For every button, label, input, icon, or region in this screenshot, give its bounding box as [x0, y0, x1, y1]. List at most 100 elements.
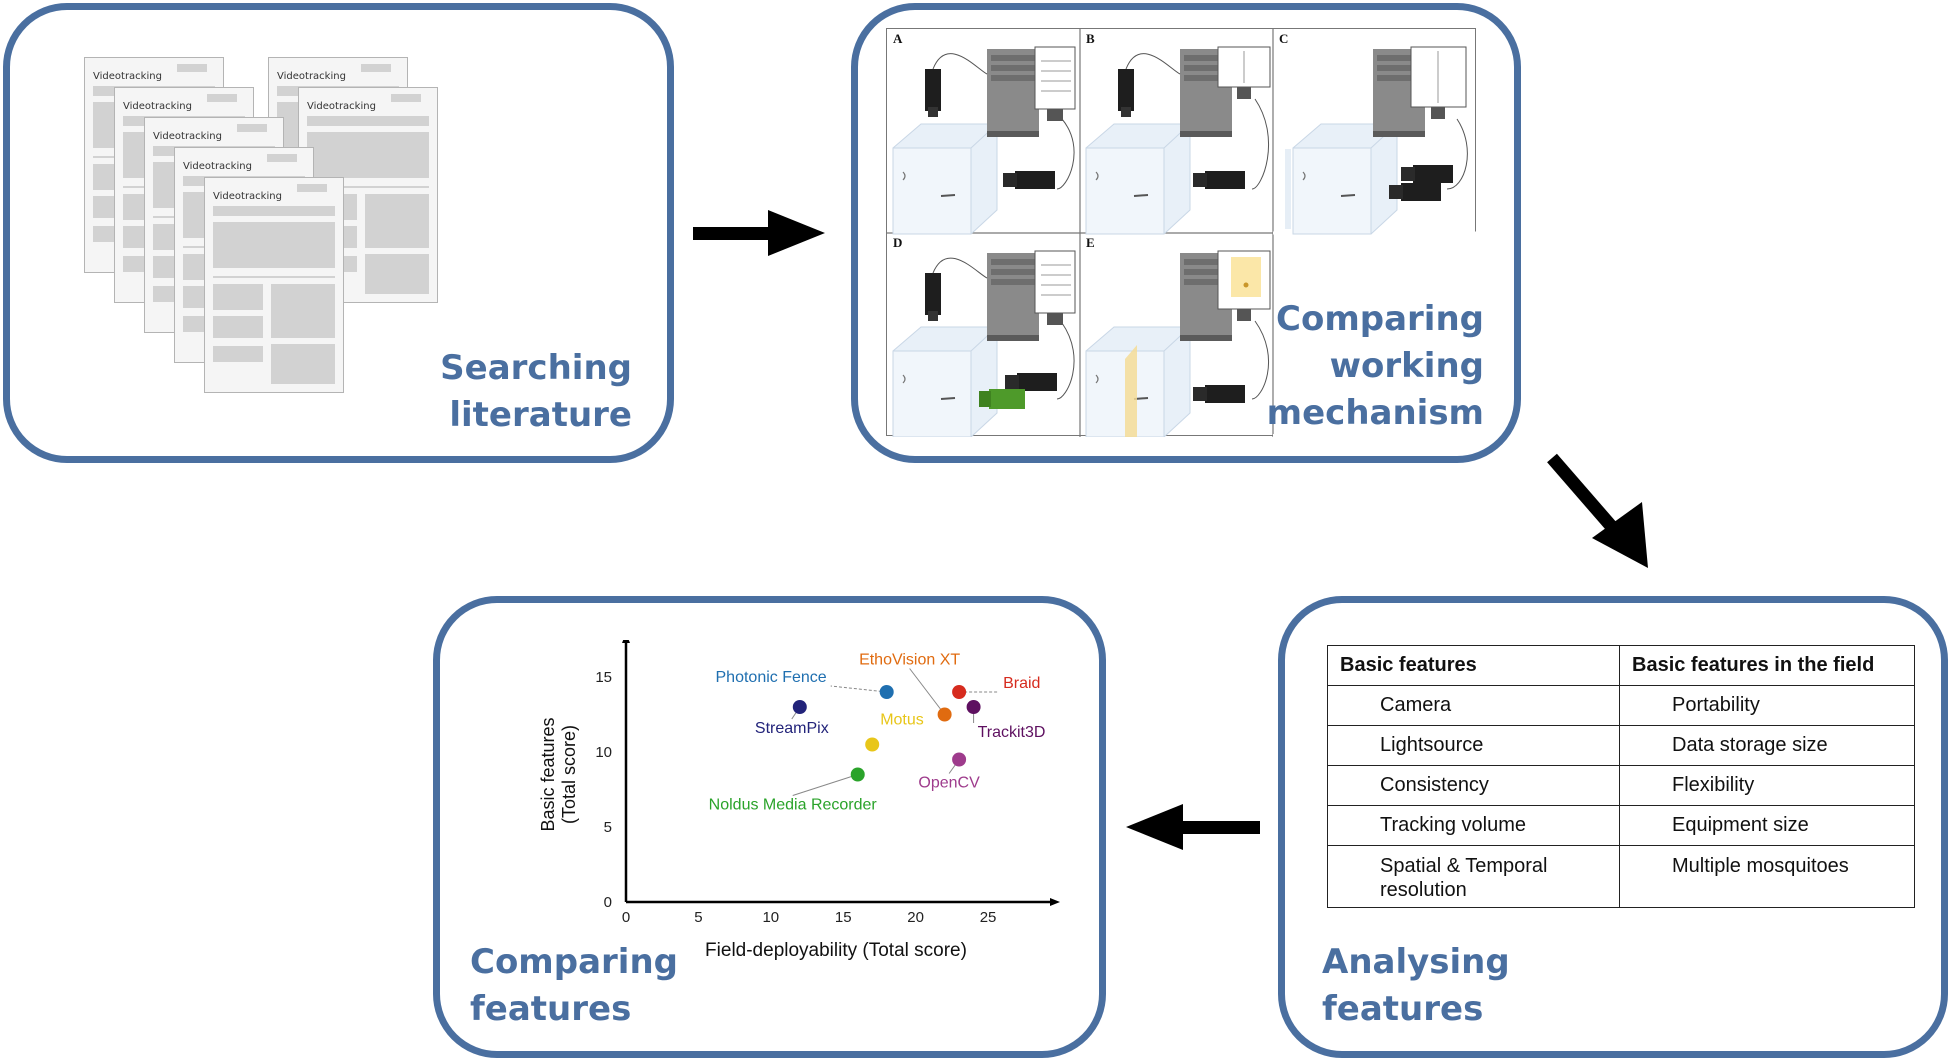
data-label: StreamPix	[755, 720, 829, 737]
paper-block	[271, 344, 335, 384]
table-row: Spatial & Temporal resolution Multiple m…	[1327, 845, 1915, 908]
data-point	[865, 737, 880, 752]
data-label: Photonic Fence	[716, 669, 827, 686]
label-line: features	[470, 989, 632, 1029]
table-cell: Spatial & Temporal resolution	[1327, 845, 1620, 908]
mechanism-illustrations	[887, 29, 1477, 437]
y-axis-label: (Total score)	[559, 725, 579, 824]
data-point	[952, 752, 967, 767]
label-line: Analysing	[1322, 942, 1510, 982]
y-axis-label: Basic features	[538, 717, 558, 831]
paper-title: Videotracking	[213, 191, 282, 202]
x-tick-label: 0	[622, 909, 630, 926]
paper-title: Videotracking	[183, 161, 252, 172]
y-tick-label: 0	[604, 894, 612, 911]
table-header-row: Basic features Basic features in the fie…	[1327, 645, 1915, 686]
paper-title: Videotracking	[153, 131, 222, 142]
table-row: Consistency Flexibility	[1327, 765, 1915, 806]
panel-comparing-features	[433, 596, 1106, 1058]
table-cell: Lightsource	[1327, 725, 1620, 766]
data-point	[966, 700, 981, 714]
label-working-mechanism: Comparing working mechanism	[1240, 296, 1484, 437]
paper-block	[361, 64, 391, 72]
paper-block	[307, 132, 429, 178]
paper-block	[213, 284, 263, 310]
cell-letter: A	[893, 31, 903, 46]
data-label: EthoVision XT	[859, 652, 960, 669]
data-label: Noldus Media Recorder	[709, 797, 878, 814]
paper-block	[307, 116, 429, 126]
table-cell: Camera	[1327, 685, 1620, 726]
paper-block	[213, 346, 263, 362]
label-line: features	[1322, 989, 1484, 1029]
label-line: mechanism	[1266, 393, 1484, 433]
paper-block	[207, 94, 237, 102]
y-tick-label: 15	[595, 669, 612, 686]
paper-title: Videotracking	[93, 71, 162, 82]
y-tick-label: 10	[595, 744, 612, 761]
paper-title: Videotracking	[307, 101, 376, 112]
x-tick-label: 15	[835, 909, 852, 926]
paper-block	[213, 206, 335, 216]
data-point	[937, 707, 952, 722]
data-point	[792, 700, 807, 714]
paper-title: Videotracking	[277, 71, 346, 82]
label-line: working	[1329, 346, 1484, 386]
data-label: Motus	[880, 712, 924, 729]
paper-block	[237, 124, 267, 132]
cell-letter: E	[1086, 235, 1095, 250]
table-row: Camera Portability	[1327, 685, 1915, 726]
paper-block	[267, 154, 297, 162]
table-cell: Equipment size	[1619, 805, 1915, 846]
label-line: literature	[449, 395, 632, 435]
x-tick-label: 20	[907, 909, 924, 926]
cell-letter: C	[1279, 31, 1289, 46]
paper-block	[213, 316, 263, 338]
y-tick-label: 5	[604, 819, 612, 836]
table-cell: Portability	[1619, 685, 1915, 726]
table-cell: Consistency	[1327, 765, 1620, 806]
paper-block	[177, 64, 207, 72]
label-leader-line	[909, 668, 946, 715]
paper-title: Videotracking	[123, 101, 192, 112]
x-tick-label: 10	[762, 909, 779, 926]
data-label: OpenCV	[918, 775, 980, 792]
y-axis-arrow	[622, 640, 630, 643]
label-leader-line	[830, 685, 887, 693]
table-header: Basic features	[1327, 645, 1620, 686]
data-point	[952, 685, 967, 699]
paper-page: Videotracking	[204, 177, 344, 393]
x-axis-label: Field-deployability (Total score)	[705, 940, 967, 961]
arrow-down-right-icon	[1547, 453, 1648, 568]
paper-block	[271, 284, 335, 338]
label-comparing-features: Comparing features	[470, 939, 730, 1033]
paper-block	[307, 186, 429, 188]
mechanism-grid: A B C D E	[886, 28, 1477, 437]
x-tick-label: 25	[980, 909, 997, 926]
cell-letter: D	[893, 235, 903, 250]
paper-block	[365, 254, 429, 294]
x-axis-arrow	[1050, 898, 1060, 906]
table-cell: Multiple mosquitoes	[1619, 845, 1915, 908]
paper-block	[297, 184, 327, 192]
paper-block	[391, 94, 421, 102]
arrow-left-icon	[1126, 804, 1260, 850]
label-line: Comparing	[1276, 299, 1484, 339]
data-point	[850, 767, 865, 782]
data-label: Trackit3D	[978, 724, 1046, 741]
label-line: Comparing	[470, 942, 678, 982]
table-row: Lightsource Data storage size	[1327, 725, 1915, 766]
table-row: Tracking volume Equipment size	[1327, 805, 1915, 846]
table-cell: Flexibility	[1619, 765, 1915, 806]
label-line: Searching	[440, 348, 632, 388]
table-cell: Data storage size	[1619, 725, 1915, 766]
features-table: Basic features Basic features in the fie…	[1327, 645, 1915, 908]
arrow-right-icon	[693, 210, 825, 256]
label-analysing-features: Analysing features	[1322, 939, 1582, 1033]
paper-block	[213, 276, 335, 278]
table-header: Basic features in the field	[1619, 645, 1915, 686]
data-point	[879, 685, 894, 699]
paper-block	[213, 222, 335, 268]
cell-letter: B	[1086, 31, 1095, 46]
